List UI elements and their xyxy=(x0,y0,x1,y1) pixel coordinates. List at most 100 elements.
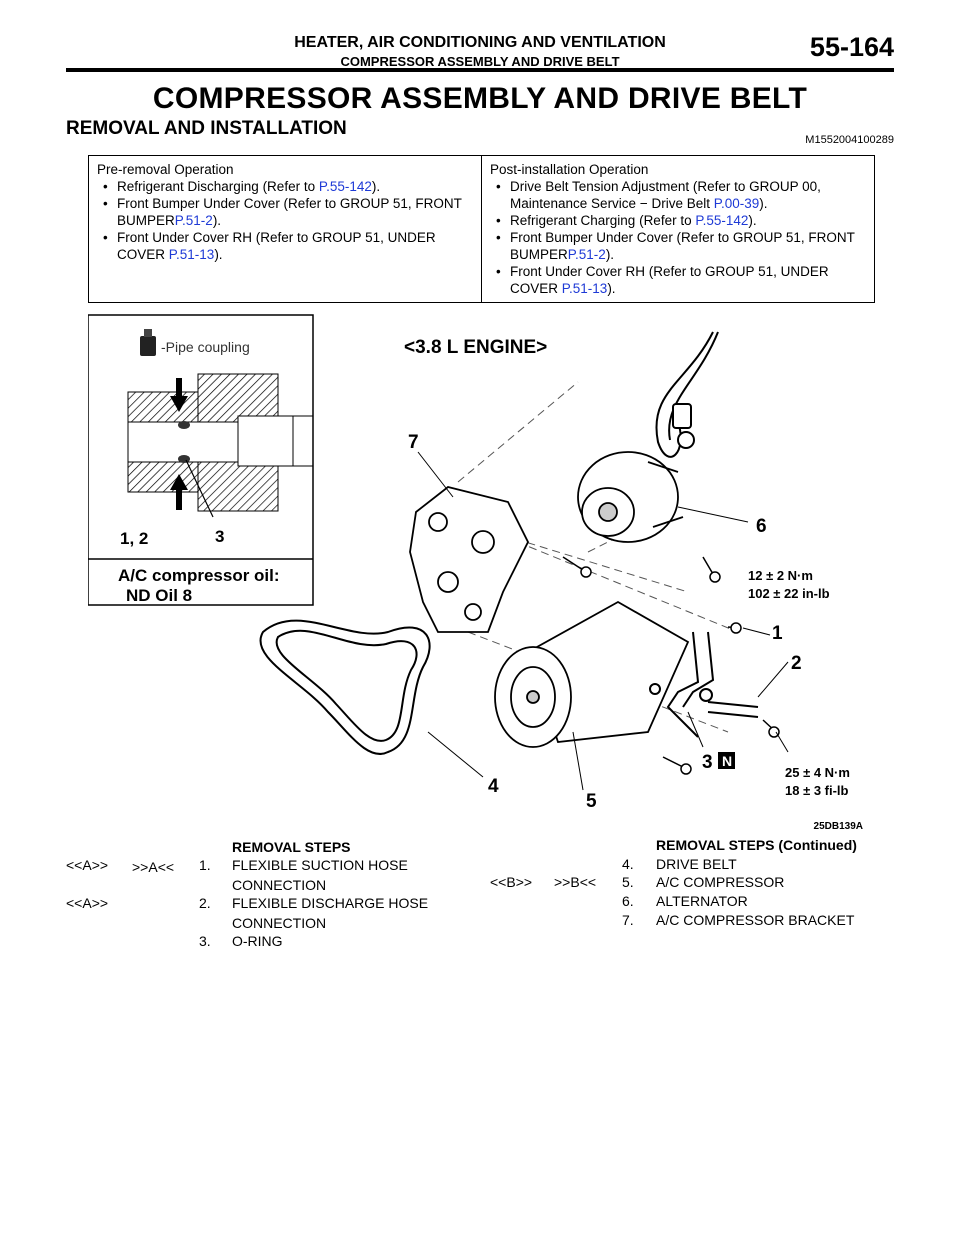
document-code: M1552004100289 xyxy=(805,134,894,146)
removal-mark: >>B<< xyxy=(554,874,597,890)
item-text: Front Bumper Under Cover (Refer to GROUP… xyxy=(117,196,462,228)
pre-removal-column: Pre-removal Operation Refrigerant Discha… xyxy=(97,161,480,263)
list-item: Front Bumper Under Cover (Refer to GROUP… xyxy=(490,229,872,263)
step-text: O-RING xyxy=(232,933,283,949)
install-mark: <<A>> xyxy=(66,857,109,873)
callout-7: 7 xyxy=(408,432,419,453)
chapter-title: HEATER, AIR CONDITIONING AND VENTILATION xyxy=(294,34,666,51)
page-link[interactable]: P.55-142 xyxy=(695,213,749,228)
callout-4: 4 xyxy=(488,776,499,797)
section-subtitle: COMPRESSOR ASSEMBLY AND DRIVE BELT xyxy=(340,54,620,69)
step-number: 6. xyxy=(622,893,634,909)
engine-label: <3.8 L ENGINE> xyxy=(404,337,547,358)
arrow-down-icon xyxy=(170,378,188,412)
list-item: Drive Belt Tension Adjustment (Refer to … xyxy=(490,178,872,212)
removal-mark: >>A<< xyxy=(132,859,175,875)
callout-3: 3 xyxy=(702,752,713,773)
page-link[interactable]: P.51-13 xyxy=(168,247,215,262)
page-link[interactable]: P.51-2 xyxy=(174,213,213,228)
callout-2: 2 xyxy=(791,653,802,674)
post-installation-column: Post-installation Operation Drive Belt T… xyxy=(490,161,872,297)
inset-label: -Pipe coupling xyxy=(161,339,250,355)
item-tail: ). xyxy=(371,179,381,194)
callout-5: 5 xyxy=(586,791,597,812)
pre-removal-list: Refrigerant Discharging (Refer to P.55-1… xyxy=(97,178,480,263)
post-installation-heading: Post-installation Operation xyxy=(490,162,649,177)
compressor-bracket xyxy=(409,486,530,633)
step-text: DRIVE BELT xyxy=(656,856,737,872)
step-text: A/C COMPRESSOR xyxy=(656,874,785,890)
step-number: 3. xyxy=(199,933,211,949)
oil-label-1: A/C compressor oil: xyxy=(118,566,280,585)
section-title: REMOVAL AND INSTALLATION xyxy=(66,118,347,139)
step-text: FLEXIBLE SUCTION HOSE xyxy=(232,857,408,873)
pre-removal-heading: Pre-removal Operation xyxy=(97,162,234,177)
step-row-2: <<A>> 2. FLEXIBLE DISCHARGE HOSE CONNECT… xyxy=(66,894,466,931)
list-item: Refrigerant Charging (Refer to P.55-142)… xyxy=(490,212,872,229)
page-number: 55-164 xyxy=(809,32,894,62)
page-link[interactable]: P.55-142 xyxy=(318,179,372,194)
torque-spec-1b: 102 ± 22 in-lb xyxy=(748,586,830,601)
item-tail: ). xyxy=(607,281,616,296)
torque-spec-2b: 18 ± 3 fi-lb xyxy=(785,783,849,798)
page-title: COMPRESSOR ASSEMBLY AND DRIVE BELT xyxy=(152,82,808,115)
install-mark: <<A>> xyxy=(66,895,109,911)
drive-belt xyxy=(259,619,431,755)
figure-code: 25DB139A xyxy=(814,821,863,832)
list-item: Front Under Cover RH (Refer to GROUP 51,… xyxy=(97,229,480,263)
ac-compressor xyxy=(494,600,690,748)
step-number: 4. xyxy=(622,856,634,872)
item-tail: ). xyxy=(759,196,768,211)
bolt-group xyxy=(562,556,780,775)
step-number: 7. xyxy=(622,912,634,928)
item-text: Refrigerant Charging (Refer to xyxy=(510,213,696,228)
step-text: A/C COMPRESSOR BRACKET xyxy=(656,912,855,928)
step-text-cont: CONNECTION xyxy=(232,877,327,893)
callout-1: 1 xyxy=(772,623,783,644)
step-row-3: 3. O-RING xyxy=(66,932,466,950)
step-row-6: 6. ALTERNATOR xyxy=(490,892,890,910)
list-item: Front Under Cover RH (Refer to GROUP 51,… xyxy=(490,263,872,297)
page-link[interactable]: P.51-2 xyxy=(567,247,606,262)
refrigerant-hoses xyxy=(649,631,759,738)
step-text: ALTERNATOR xyxy=(656,893,748,909)
page-link[interactable]: P.00-39 xyxy=(713,196,760,211)
item-text: Front Under Cover RH (Refer to GROUP 51,… xyxy=(510,264,829,296)
removal-steps-continued-heading: REMOVAL STEPS (Continued) xyxy=(656,837,857,853)
oil-label-2: ND Oil 8 xyxy=(126,586,192,605)
item-tail: ). xyxy=(748,213,757,228)
list-item: Front Bumper Under Cover (Refer to GROUP… xyxy=(97,195,480,229)
callout-6: 6 xyxy=(756,516,767,537)
step-row-5: <<B>> >>B<< 5. A/C COMPRESSOR xyxy=(490,873,890,891)
item-text: Front Bumper Under Cover (Refer to GROUP… xyxy=(510,230,855,262)
table-divider xyxy=(481,156,482,302)
install-mark: <<B>> xyxy=(490,874,533,890)
step-number: 2. xyxy=(199,895,211,911)
item-text: Refrigerant Discharging (Refer to xyxy=(117,179,319,194)
step-row-1: <<A>> >>A<< 1. FLEXIBLE SUCTION HOSE CON… xyxy=(66,856,466,893)
new-part-mark: N xyxy=(722,753,732,769)
step-text: FLEXIBLE DISCHARGE HOSE xyxy=(232,895,429,911)
inset-callout-b: 3 xyxy=(215,527,224,546)
step-number: 5. xyxy=(622,874,634,890)
pipe-coupling-inset: -Pipe coupling 1, 2 3 A/C compressor oil… xyxy=(88,314,314,606)
removal-steps-heading: REMOVAL STEPS xyxy=(232,839,351,855)
post-installation-list: Drive Belt Tension Adjustment (Refer to … xyxy=(490,178,872,297)
header-rule xyxy=(66,68,894,72)
step-text-cont: CONNECTION xyxy=(232,915,327,931)
step-number: 1. xyxy=(199,857,211,873)
list-item: Refrigerant Discharging (Refer to P.55-1… xyxy=(97,178,480,195)
page-link[interactable]: P.51-13 xyxy=(561,281,608,296)
new-part-box xyxy=(718,752,735,769)
item-tail: ). xyxy=(212,213,222,228)
wiring-harness xyxy=(655,331,719,458)
operations-table: Pre-removal Operation Refrigerant Discha… xyxy=(88,155,875,303)
step-row-4: 4. DRIVE BELT xyxy=(490,855,890,873)
torque-spec-2a: 25 ± 4 N·m xyxy=(785,765,850,780)
item-text: Front Under Cover RH (Refer to GROUP 51,… xyxy=(117,230,436,262)
item-text: Drive Belt Tension Adjustment (Refer to … xyxy=(510,179,821,211)
item-tail: ). xyxy=(605,247,615,262)
step-row-7: 7. A/C COMPRESSOR BRACKET xyxy=(490,911,890,929)
exploded-view-diagram: -Pipe coupling 1, 2 3 A/C compressor oil… xyxy=(88,314,863,832)
arrow-up-icon xyxy=(170,474,188,510)
